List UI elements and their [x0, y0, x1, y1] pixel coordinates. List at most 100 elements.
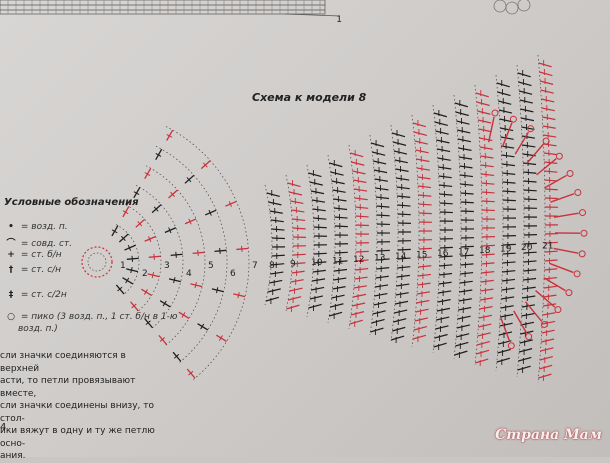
stitch-mark — [193, 250, 205, 256]
stitch-mark — [460, 264, 473, 265]
stitch-mark — [350, 153, 363, 157]
stitch-mark — [169, 190, 178, 198]
chain-arc — [349, 145, 356, 329]
stitch-mark — [330, 304, 343, 307]
stitch-mark — [397, 196, 410, 197]
stitch-mark — [310, 296, 323, 299]
stitch-mark — [225, 201, 236, 207]
stitch-mark — [335, 252, 348, 253]
stitch-mark — [524, 199, 537, 200]
stitch-mark — [419, 248, 432, 249]
stitch-mark — [522, 296, 535, 298]
row-number-label: 13 — [374, 254, 385, 264]
stitch-mark — [270, 211, 283, 213]
stitch-mark — [374, 170, 387, 173]
stitch-mark — [440, 203, 453, 204]
stitch-mark — [352, 303, 365, 306]
stitch-mark — [374, 294, 387, 296]
stitch-mark — [391, 336, 404, 340]
diagram-title: Схема к модели 8 — [252, 91, 366, 104]
stitch-mark — [272, 229, 285, 230]
stitch-mark — [160, 301, 170, 307]
stitch-mark — [539, 63, 552, 67]
stitch-mark — [311, 287, 324, 290]
stitch-mark — [503, 200, 516, 201]
stitch-mark — [499, 332, 512, 335]
stitch-mark — [309, 304, 322, 308]
picot-mark — [526, 334, 532, 340]
stitch-mark — [539, 72, 552, 76]
stitch-mark — [500, 323, 513, 326]
picot-icon: ○ — [4, 312, 18, 322]
stitch-mark — [413, 335, 426, 339]
stitch-mark — [434, 343, 447, 347]
stitch-mark — [479, 315, 492, 318]
edge-stitch — [502, 123, 512, 147]
stitch-mark — [440, 247, 453, 248]
stitch-mark — [540, 348, 553, 351]
stitch-mark — [482, 201, 495, 202]
stitch-mark — [478, 120, 491, 123]
stitch-mark — [522, 136, 535, 138]
stitch-mark — [541, 90, 554, 93]
stitch-mark — [355, 198, 368, 200]
stitch-mark — [291, 280, 304, 282]
stitch-mark — [436, 131, 449, 134]
stitch-mark — [503, 191, 516, 192]
stitch-mark — [269, 280, 282, 283]
stitch-mark — [314, 227, 327, 228]
row-number-label: 8 — [269, 261, 275, 271]
stitch-mark — [542, 117, 555, 119]
stitch-mark — [308, 173, 321, 177]
stitch-mark — [518, 82, 531, 86]
stitch-mark — [125, 245, 136, 251]
stitch-mark — [376, 206, 389, 207]
stitch-mark — [268, 202, 281, 205]
stitch-mark — [376, 268, 389, 269]
stitch-mark — [293, 254, 306, 255]
stitch-mark — [292, 219, 305, 220]
stitch-mark — [458, 148, 471, 150]
stitch-mark — [152, 205, 161, 213]
stitch-mark — [171, 252, 183, 258]
stitch-mark — [541, 339, 554, 342]
legend-item-label: = возд. п. — [21, 222, 68, 232]
stitch-mark — [333, 278, 346, 280]
note-line: асти, то петли провязывают вместе, — [0, 375, 160, 400]
stitch-mark — [377, 250, 390, 251]
stitch-mark — [145, 236, 156, 242]
stitch-mark — [179, 312, 189, 318]
stitch-mark — [543, 295, 556, 297]
stitch-mark — [439, 274, 452, 275]
stitch-mark — [313, 209, 326, 211]
stitch-mark — [438, 291, 451, 293]
stitch-mark — [416, 301, 429, 303]
chain-arc — [517, 65, 524, 377]
stitch-mark — [461, 193, 474, 194]
stitch-mark — [524, 181, 537, 182]
stitch-mark — [293, 228, 306, 229]
edge-stitch — [515, 132, 528, 154]
stitch-mark — [414, 327, 427, 330]
edge-stitch — [501, 318, 510, 342]
stitch-mark — [439, 176, 452, 178]
treble-crochet-icon: ‡ — [4, 290, 18, 300]
chain-stitch-icon: • — [4, 222, 18, 232]
stitch-mark — [392, 327, 405, 331]
edge-stitch — [545, 175, 567, 187]
stitch-mark — [415, 141, 428, 144]
stitch-mark — [418, 186, 431, 188]
stitch-mark — [398, 205, 411, 206]
edge-stitch — [544, 278, 566, 291]
stitch-mark — [418, 274, 431, 276]
stitch-mark — [456, 121, 469, 124]
stitch-mark — [417, 177, 430, 179]
stitch-mark — [352, 171, 365, 174]
picot-mark — [555, 307, 561, 313]
stitch-mark — [416, 150, 429, 153]
stitch-mark — [370, 328, 383, 332]
stitch-mark — [539, 365, 552, 369]
stitch-mark — [501, 306, 514, 308]
stitch-mark — [436, 140, 449, 143]
chain-arc — [307, 165, 314, 317]
